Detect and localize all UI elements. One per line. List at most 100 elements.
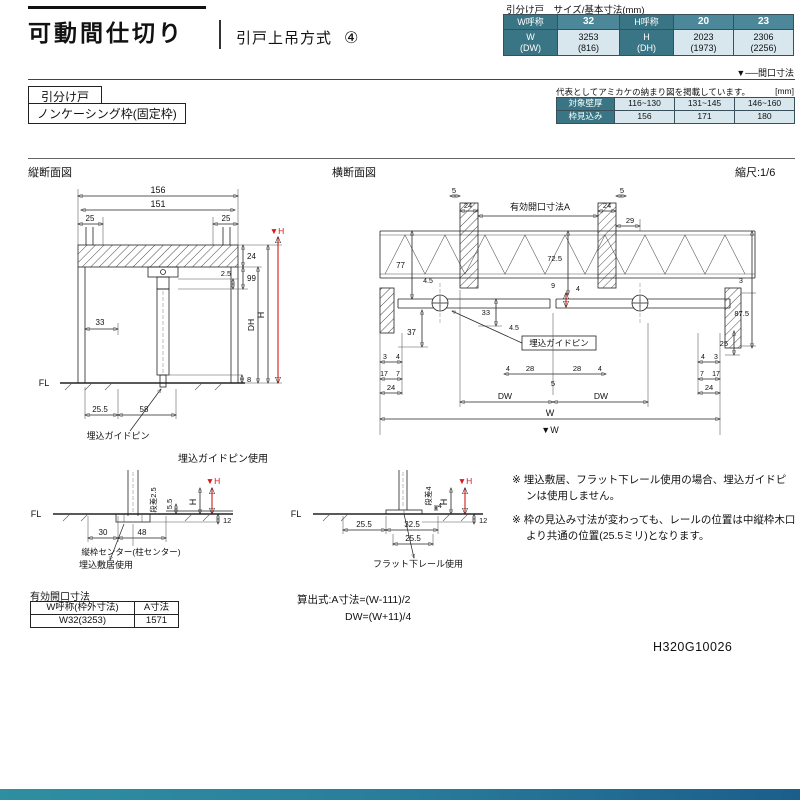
track-structure [379,230,756,279]
size-h-dim-label: H (DH) [619,29,674,56]
dim-label: 5 [452,186,456,195]
unit-label: [mm] [775,86,794,96]
dim-label: 24 [387,383,395,392]
dim-label: 72.5 [547,254,562,263]
rail-section [313,470,483,558]
dim-label: ▼H [206,476,221,486]
door-panels-plan [397,283,731,325]
door-type-tag: 引分け戸 [28,86,103,107]
dim-label: 24 [705,383,713,392]
dim-label: 5 [551,379,555,388]
dim-label: W [546,408,555,418]
floor-line [60,382,245,391]
guide-pin-label: 埋込ガイドピン [86,431,149,441]
dim-label: 4 [576,286,580,293]
dim-label: 25 [222,214,231,223]
dim-label: DH [246,319,256,331]
dim-label: 32.5 [404,520,420,529]
dim-label: 25 [720,339,728,348]
dim-label: 25.5 [356,520,372,529]
dim-label: 24 [603,201,611,210]
sill-section [53,470,233,560]
bottom-dimension-chains [380,290,720,435]
title-divider [219,20,221,49]
dim-label: 87.5 [734,309,749,318]
frame-depth-3: 180 [734,110,795,124]
dim-label: 段差2.5 [148,487,158,512]
rail-caption: フラット下レール使用 [373,558,463,569]
dim-label: 3 [714,354,718,361]
dim-label: 28 [526,364,534,373]
jamb-posts [450,196,640,289]
frame-depth-label: 枠見込み [556,110,615,124]
dim-label: 33 [96,318,105,327]
dim-label: 29 [626,216,634,225]
wall-thickness-table: 対象壁厚 116~130 131~145 146~160 枠見込み 156 17… [556,97,795,124]
frame-type-tag: ノンケーシング枠(固定枠) [28,103,186,124]
dim-label: 24 [464,201,472,210]
dim-label: 48 [138,528,147,537]
size-h-dim-20: 2023 (1973) [673,29,734,56]
amikake-note-text: 代表としてアミカケの納まり図を掲載しています。 [556,87,750,97]
size-w-dim: 3253 (816) [557,29,620,56]
guide-pin-usage-caption: 埋込ガイドピン使用 [178,454,268,465]
dim-label: 3 [383,354,387,361]
dim-label: ▼W [541,425,559,435]
size-h-name-20: 20 [673,14,734,30]
notes-block: ※ 埋込敷居、フラット下レール使用の場合、埋込ガイドピンは使用しません。 ※ 枠… [512,472,796,551]
dim-label: DW [498,391,512,401]
size-h-label: H呼称 [619,14,674,30]
dim-label: FL [291,509,302,519]
bottom-color-bar [0,789,800,800]
dim-label: 4 [506,366,510,373]
dim-label: H [439,499,449,506]
dim-label: 24 [247,252,256,261]
size-h-name-23: 23 [733,14,794,30]
opening-dimension-table: W呼称(枠外寸法) A寸法 W32(3253) 1571 [30,601,179,628]
wall-range-2: 131~145 [674,97,735,111]
dim-label: FL [39,378,50,388]
calculation-formula: 算出式:A寸法=(W-111)/2 DW=(W+11)/4 [297,592,411,626]
dim-label: 25.5 [92,405,108,414]
guide-pin-label: 埋込ガイドピン [529,338,589,348]
dim-label: 99 [247,274,256,283]
opening-header-w: W呼称(枠外寸法) [30,601,135,615]
opening-value-w: W32(3253) [30,614,135,628]
wall-range-1: 116~130 [614,97,675,111]
dim-label: 12 [223,516,231,525]
frame-depth-1: 156 [614,110,675,124]
dim-label: 5.5 [165,499,174,509]
amikake-note: 代表としてアミカケの納まり図を掲載しています。 [mm] [556,86,794,98]
dim-label: 段差4 [423,486,433,505]
opening-dim-label: 有効開口寸法A [510,201,570,212]
top-rule [28,6,206,9]
dim-label: 156 [150,185,165,195]
dim-label: 28 [573,364,581,373]
size-w-label: W呼称 [503,14,558,30]
dim-label: 4 [701,354,705,361]
bottom-dimensions [85,387,176,432]
dim-label: FL [31,509,42,519]
formula-line-1: 算出式:A寸法=(W-111)/2 [297,594,411,606]
dim-label: 17 [380,371,388,378]
vertical-section-title: 縦断面図 [28,167,72,179]
door-and-frame [77,266,239,388]
dim-label: H [188,499,198,506]
dim-label: ▼H [270,226,285,236]
upper-frame [78,189,238,268]
dim-label: 33 [482,308,490,317]
dim-label: 17 [712,371,720,378]
document-number: H320G10026 [653,640,733,654]
scale-label: 縮尺:1/6 [735,167,776,179]
dim-label: 4.5 [423,278,433,285]
dim-label: 12 [479,516,487,525]
wall-range-3: 146~160 [734,97,795,111]
dim-label: ▼H [458,476,473,486]
size-w-name: 32 [557,14,620,30]
horizontal-section-title: 横断面図 [332,167,376,179]
